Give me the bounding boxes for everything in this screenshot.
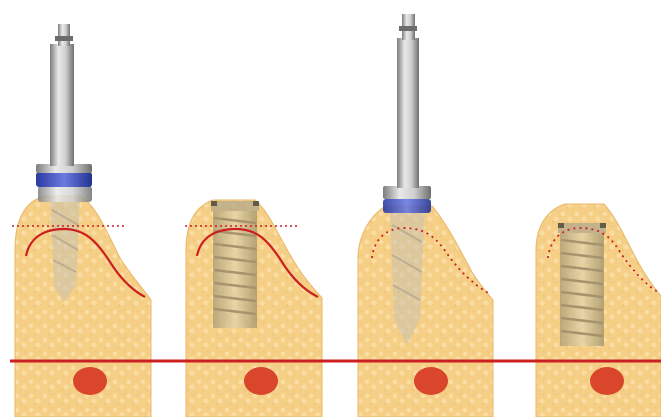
panel-2 (185, 200, 322, 417)
implant-2 (211, 201, 259, 328)
implant-4 (558, 223, 606, 346)
nerve-canal-2 (244, 367, 278, 395)
depth-stop-ring-3 (383, 199, 431, 213)
drill-collar-1 (38, 186, 92, 202)
panel-1 (12, 24, 151, 417)
nerve-canal-3 (414, 367, 448, 395)
panel-3 (358, 14, 493, 417)
drill-shaft-1 (50, 44, 74, 166)
panel-4 (536, 204, 661, 417)
nerve-canal-1 (73, 367, 107, 395)
drill-shaft-3 (397, 38, 419, 188)
depth-stop-ring-1 (36, 172, 92, 187)
nerve-canal-4 (590, 367, 624, 395)
